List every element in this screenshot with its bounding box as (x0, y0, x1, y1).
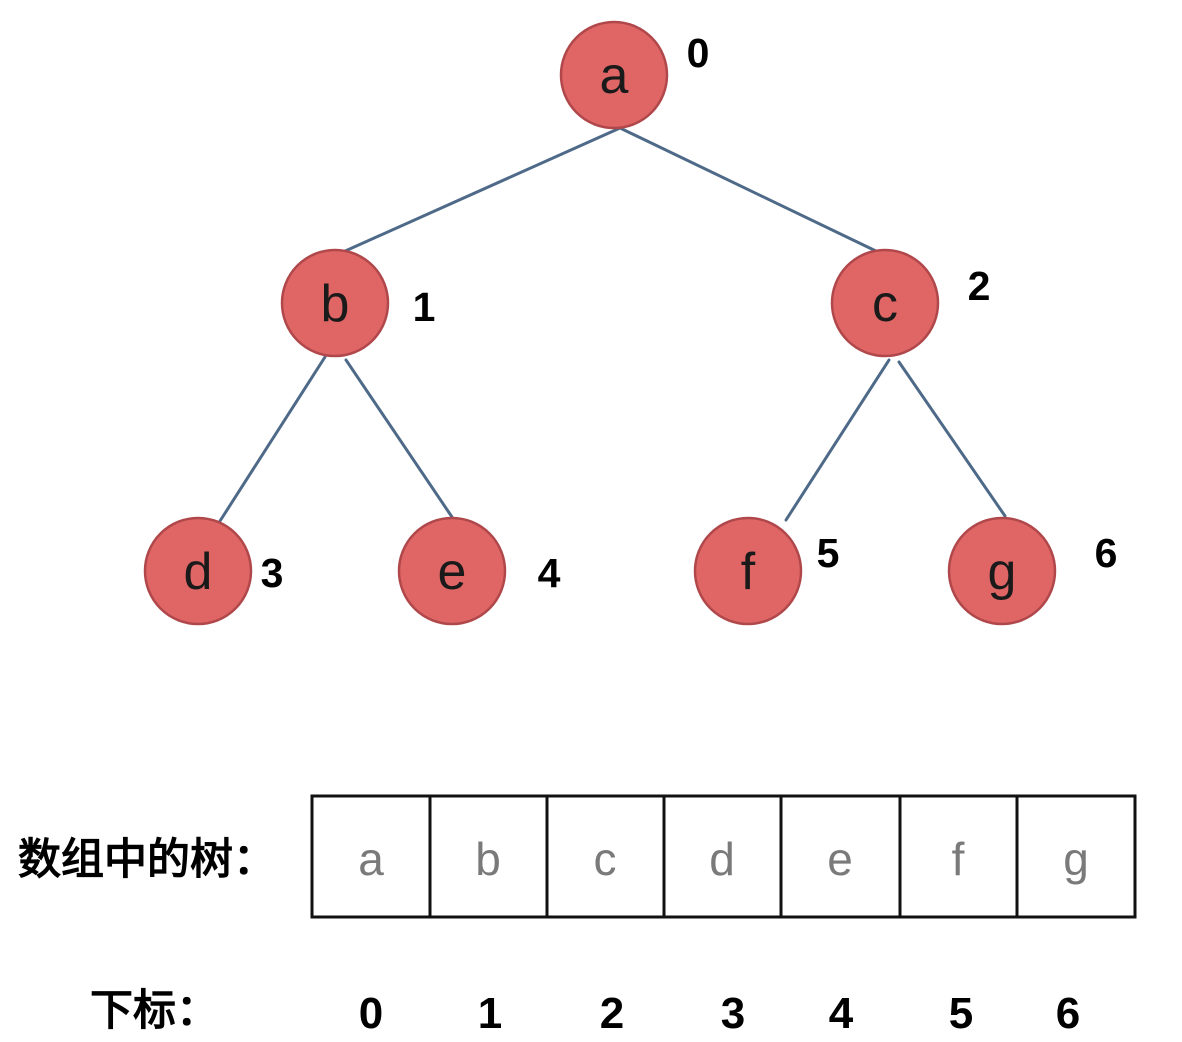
node-index-label: 3 (261, 550, 284, 596)
node-index-label: 0 (687, 30, 710, 76)
array-index: 6 (1056, 989, 1080, 1038)
node-label: c (872, 275, 898, 333)
array-cell: d (662, 794, 783, 919)
array-cell-value: a (358, 833, 384, 885)
array-cell-value: c (594, 833, 617, 885)
tree-node-b: b 1 (280, 248, 436, 358)
node-circle (280, 248, 390, 358)
tree-nodes: a 0 b 1 c 2 d 3 e 4 f 5 g (143, 20, 1118, 626)
array-cell-value: f (952, 833, 965, 885)
array-cell: f (898, 794, 1019, 919)
array-cell-value: g (1063, 833, 1089, 885)
array-cell-border (1015, 794, 1137, 919)
array-index: 3 (721, 989, 745, 1038)
array-index: 1 (478, 989, 502, 1038)
node-circle (143, 516, 253, 626)
node-index-label: 1 (413, 284, 436, 330)
array-index: 2 (600, 989, 624, 1038)
node-label: b (321, 275, 350, 333)
array-index: 4 (829, 989, 854, 1038)
array-cell: g (1015, 794, 1137, 919)
tree-node-a: a 0 (559, 20, 710, 130)
node-circle (397, 516, 507, 626)
edge-b-d (218, 355, 327, 523)
node-index-label: 2 (968, 263, 991, 309)
node-label: f (741, 543, 756, 601)
array-cell-border (779, 794, 902, 919)
array-cell-value: e (827, 833, 853, 885)
tree-node-c: c 2 (830, 248, 991, 358)
edge-b-e (344, 358, 454, 519)
array-box: a b c d e f g (310, 794, 1137, 919)
array-index: 5 (949, 989, 973, 1038)
array-cell-border (545, 794, 666, 919)
array-cell-value: b (475, 833, 501, 885)
node-index-label: 4 (538, 550, 561, 596)
node-circle (693, 516, 803, 626)
edge-a-c (618, 126, 880, 254)
edge-c-g (897, 360, 1007, 518)
node-circle (559, 20, 669, 130)
node-circle (947, 516, 1057, 626)
array-cell: b (428, 794, 549, 919)
node-index-label: 6 (1095, 530, 1118, 576)
tree-node-d: d 3 (143, 516, 284, 626)
tree-node-e: e 4 (397, 516, 561, 626)
edge-a-b (341, 126, 622, 254)
array-row: 数组中的树： a b c d e (18, 794, 1137, 919)
array-cell-value: d (709, 833, 735, 885)
node-label: d (184, 543, 213, 601)
edge-c-f (784, 358, 891, 522)
array-index: 0 (359, 989, 383, 1038)
node-label: a (600, 47, 629, 105)
tree-edges (218, 126, 1007, 523)
array-cell: a (310, 794, 432, 919)
array-cell-border (662, 794, 783, 919)
array-cell: c (545, 794, 666, 919)
index-row-label: 下标： (90, 986, 219, 1036)
node-circle (830, 248, 940, 358)
tree-node-g: g 6 (947, 516, 1118, 626)
tree-node-f: f 5 (693, 516, 840, 626)
array-cell: e (779, 794, 902, 919)
node-label: g (988, 543, 1017, 601)
index-row: 下标： 0 1 2 3 4 5 6 (90, 986, 1080, 1038)
array-row-label: 数组中的树： (18, 835, 276, 885)
node-label: e (438, 543, 467, 601)
node-index-label: 5 (817, 530, 840, 576)
